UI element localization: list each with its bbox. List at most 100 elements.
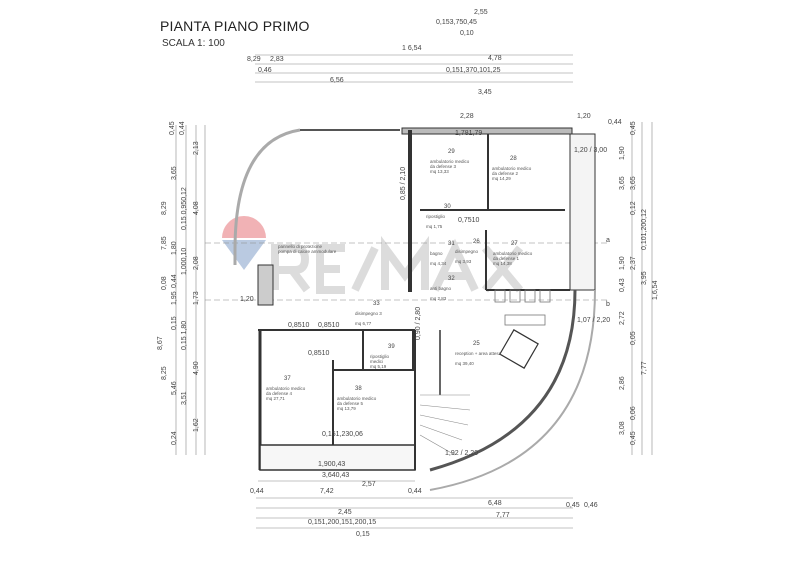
dimension-label-left: 1,73	[193, 291, 200, 305]
dimension-label-left: 1,62	[193, 418, 200, 432]
room-area: mq 13,33	[430, 169, 449, 174]
dimension-label-left: 4,90	[193, 361, 200, 375]
window-dimension-label: 0,85 / 2,10	[400, 167, 407, 200]
dimension-label-right: 0,12	[630, 201, 637, 215]
dimension-label-right: 3,65	[630, 176, 637, 190]
dimension-label-left: 5,46	[171, 381, 178, 395]
room-subtitle: medici	[370, 359, 383, 364]
room-subtitle: da defense 2	[492, 171, 519, 176]
dimension-label-left: 3,65	[171, 166, 178, 180]
window-dimension-label: 1,07 / 2,20	[577, 317, 610, 324]
dimension-label-left: 0,15 1,80	[181, 321, 188, 350]
dimension-label-right: 1,6,54	[652, 280, 659, 300]
dimension-label-right: 2,86	[619, 376, 626, 390]
room-area: mq 6,77	[355, 321, 372, 326]
dimension-label-bottom: 6,48	[488, 500, 502, 507]
dimension-label-top: 0,153,750,45	[436, 19, 477, 26]
scale-label: SCALA 1: 100	[162, 38, 225, 49]
dimension-label-bottom: 7,77	[496, 512, 510, 519]
dimension-label-right: 0,43	[619, 278, 626, 292]
dimension-label-left: 4,08	[193, 201, 200, 215]
dimension-label-bottom: 1,900,43	[318, 461, 345, 468]
dimension-label-top: 0,10	[460, 30, 474, 37]
dimension-label-top: 2,83	[270, 56, 284, 63]
dimension-label-bottom: 3,640,43	[322, 472, 349, 479]
room-name: ambulatorio medico	[430, 159, 470, 164]
dimension-label-left: 0,44	[179, 121, 186, 135]
dimension-lines	[175, 54, 653, 529]
dimension-label-left: 7,85	[161, 236, 168, 250]
room-number: 38	[355, 386, 362, 392]
room-name: ambulatorio medico	[266, 386, 306, 391]
dimension-label-left: 8,25	[161, 366, 168, 380]
room-number: 26	[473, 239, 480, 245]
room-name: disimpegno	[455, 249, 479, 254]
room-number: 29	[448, 149, 455, 155]
dimension-label-left: 0,08	[161, 276, 168, 290]
dimension-label-top: 2,28	[460, 113, 474, 120]
dimension-label-inner: 0,7510	[458, 217, 480, 224]
dimension-label-top: 4,78	[488, 55, 502, 62]
dimension-label-bottom: 0,44	[408, 488, 422, 495]
room-number: 39	[388, 344, 395, 350]
dimension-label-right: 0,45	[630, 431, 637, 445]
dimension-label-left: 2,13	[193, 141, 200, 155]
dimension-label-left: 8,29	[161, 201, 168, 215]
room-name: ambulatorio medico	[493, 251, 533, 256]
dimension-label-top: 6,56	[330, 77, 344, 84]
room-area: mq 14,38	[493, 261, 512, 266]
room-number: 31	[448, 241, 455, 247]
room-area: mq 14,29	[492, 176, 511, 181]
dimension-label-inner: 0,151,230,06	[322, 431, 363, 438]
dimension-label-left: 0,24	[171, 431, 178, 445]
dimension-label-inner: 1,20	[240, 296, 254, 303]
dimension-label-right: 2,72	[619, 311, 626, 325]
walls	[233, 127, 596, 491]
room-name: disimpegno 3	[355, 311, 382, 316]
dimension-label-bottom: 0,46	[584, 502, 598, 509]
room-number: 37	[284, 376, 291, 382]
dimension-label-top: 3,45	[478, 89, 492, 96]
dimension-label-left: 1,000,10	[181, 248, 188, 275]
dimension-label-top: 0,151,370,101,25	[446, 67, 501, 74]
room-subtitle: da defense 1	[493, 256, 520, 261]
dimension-label-top: 2,55	[474, 9, 488, 16]
dimension-label-right: 3,08	[619, 421, 626, 435]
room-area: mq 3,93	[455, 259, 472, 264]
dimension-label-bottom: 0,44	[250, 488, 264, 495]
dimension-label-bottom: 2,45	[338, 509, 352, 516]
room-name: ambulatorio medico	[337, 396, 377, 401]
dimension-label-bottom: 7,42	[320, 488, 334, 495]
room-number: 33	[373, 301, 380, 307]
window-dimension-label: 0,90 / 2,80	[415, 307, 422, 340]
room-number: 27	[511, 241, 518, 247]
room-area: mq 13,79	[337, 406, 356, 411]
dimension-label-inner: 0,8510	[288, 322, 310, 329]
dimension-label-bottom: 0,45	[566, 502, 580, 509]
dimension-label-left: 1,95	[171, 291, 178, 305]
page-title: PIANTA PIANO PRIMO	[160, 18, 310, 34]
room-area: mq 4,34	[430, 261, 447, 266]
dimension-label-left: 1,80	[171, 241, 178, 255]
room-name: ripostiglio	[370, 354, 390, 359]
room-area: mq 5,19	[370, 364, 387, 369]
dimension-label-right: 3,95	[641, 271, 648, 285]
dimension-label-left: 0,44	[171, 274, 178, 288]
dimension-label-bottom: 0,151,200,151,200,15	[308, 519, 376, 526]
dimension-label-right: 7,77	[641, 361, 648, 375]
remax-watermark	[222, 216, 524, 294]
room-name: anti bagno	[430, 286, 452, 291]
dimension-label-top: 0,46	[258, 67, 272, 74]
dimension-label-right: 3,65	[619, 176, 626, 190]
dimension-label-top: 8,29	[247, 56, 261, 63]
dimension-label-right: 2,37	[630, 256, 637, 270]
dimension-label-left: 3,51	[181, 391, 188, 405]
equipment-note: pompa di calore ammodulare	[278, 249, 337, 254]
room-number: 30	[444, 204, 451, 210]
room-subtitle: da defense 5	[337, 401, 364, 406]
room-area: mq 2,83	[430, 296, 447, 301]
room-number: 28	[510, 156, 517, 162]
section-mark-a: a	[606, 237, 610, 244]
dimension-label-inner: 0,8510	[308, 350, 330, 357]
